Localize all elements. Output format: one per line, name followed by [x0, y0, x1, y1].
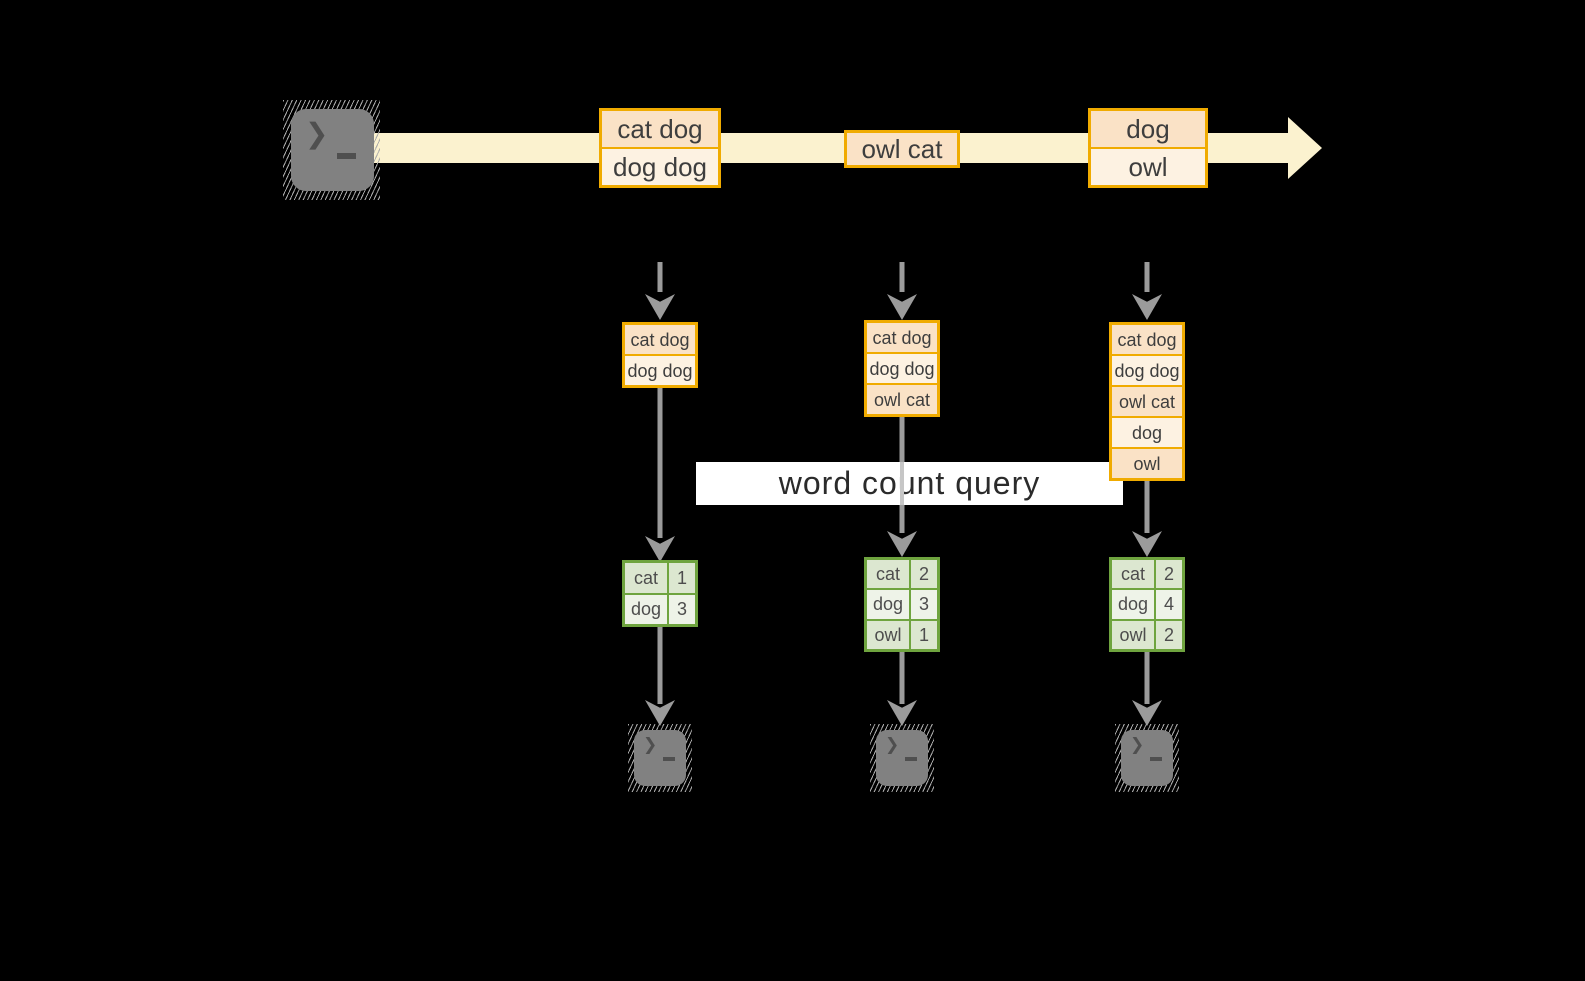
- stream-arrowhead: [1288, 117, 1322, 179]
- terminal-cursor-icon: [905, 757, 917, 761]
- query-arrow-head: [1132, 531, 1162, 557]
- output-arrow-line: [1144, 652, 1150, 704]
- query-arrow-head: [887, 531, 917, 557]
- buffer-box-1: cat dog dog dog: [622, 322, 698, 388]
- query-label-band: word count query: [696, 462, 1123, 505]
- count-word: owl: [1112, 620, 1154, 649]
- buffer-box-2: cat dog dog dog owl cat: [864, 320, 940, 417]
- stream-record-2: owl cat: [844, 130, 960, 168]
- count-value: 3: [669, 594, 695, 624]
- buffer-line: owl cat: [867, 385, 937, 414]
- terminal-output-icon: ❯: [870, 724, 934, 792]
- terminal-cursor-icon: [1150, 757, 1162, 761]
- buffer-line: owl: [1112, 449, 1182, 478]
- dashed-arrow-line: [899, 262, 905, 292]
- output-arrow-line: [657, 627, 663, 704]
- query-arrow-line: [657, 388, 663, 538]
- count-word: owl: [867, 620, 909, 649]
- terminal-prompt-icon: ❯: [305, 117, 329, 150]
- terminal-output-icon: ❯: [1115, 724, 1179, 792]
- count-value: 1: [911, 620, 937, 649]
- terminal-body: ❯: [876, 730, 928, 786]
- stream-record-1: cat dog dog dog: [599, 108, 721, 188]
- count-word: cat: [1112, 560, 1154, 589]
- stream-record-line: cat dog: [602, 111, 718, 147]
- stream-record-3: dog owl: [1088, 108, 1208, 188]
- query-arrow-head: [645, 536, 675, 562]
- output-arrow-line: [899, 652, 905, 704]
- dashed-arrow-head: [645, 294, 675, 320]
- stream-record-line: dog dog: [602, 149, 718, 185]
- terminal-cursor-icon: [337, 153, 356, 159]
- stream-record-line: dog: [1091, 111, 1205, 147]
- terminal-output-icon: ❯: [628, 724, 692, 792]
- terminal-prompt-icon: ❯: [643, 735, 658, 755]
- buffer-line: owl cat: [1112, 387, 1182, 416]
- terminal-body: ❯: [291, 109, 374, 191]
- buffer-line: dog: [1112, 418, 1182, 447]
- buffer-line: dog dog: [625, 356, 695, 385]
- buffer-line: dog dog: [1112, 356, 1182, 385]
- count-value: 2: [1156, 620, 1182, 649]
- arrow-through-band: [900, 462, 904, 505]
- count-word: cat: [867, 560, 909, 589]
- count-value: 2: [911, 560, 937, 589]
- terminal-prompt-icon: ❯: [1130, 735, 1145, 755]
- buffer-box-3: cat dog dog dog owl cat dog owl: [1109, 322, 1185, 481]
- terminal-source-icon: ❯: [283, 100, 380, 200]
- count-value: 1: [669, 563, 695, 593]
- stream-record-line: owl: [1091, 149, 1205, 185]
- count-table-1: cat 1 dog 3: [622, 560, 698, 627]
- count-word: dog: [1112, 590, 1154, 619]
- buffer-line: dog dog: [867, 354, 937, 383]
- count-word: dog: [625, 594, 667, 624]
- count-table-2: cat 2 dog 3 owl 1: [864, 557, 940, 652]
- count-word: cat: [625, 563, 667, 593]
- dashed-arrow-head: [1132, 294, 1162, 320]
- count-table-3: cat 2 dog 4 owl 2: [1109, 557, 1185, 652]
- dashed-arrow-line: [1144, 262, 1150, 292]
- count-value: 2: [1156, 560, 1182, 589]
- buffer-line: cat dog: [1112, 325, 1182, 354]
- terminal-prompt-icon: ❯: [885, 735, 900, 755]
- terminal-body: ❯: [1121, 730, 1173, 786]
- count-word: dog: [867, 590, 909, 619]
- query-arrow-line: [1144, 481, 1150, 533]
- terminal-cursor-icon: [663, 757, 675, 761]
- dashed-arrow-line: [657, 262, 663, 292]
- stream-record-line: owl cat: [847, 133, 957, 165]
- terminal-body: ❯: [634, 730, 686, 786]
- buffer-line: cat dog: [625, 325, 695, 354]
- count-value: 4: [1156, 590, 1182, 619]
- count-value: 3: [911, 590, 937, 619]
- buffer-line: cat dog: [867, 323, 937, 352]
- query-label: word count query: [778, 465, 1041, 501]
- dashed-arrow-head: [887, 294, 917, 320]
